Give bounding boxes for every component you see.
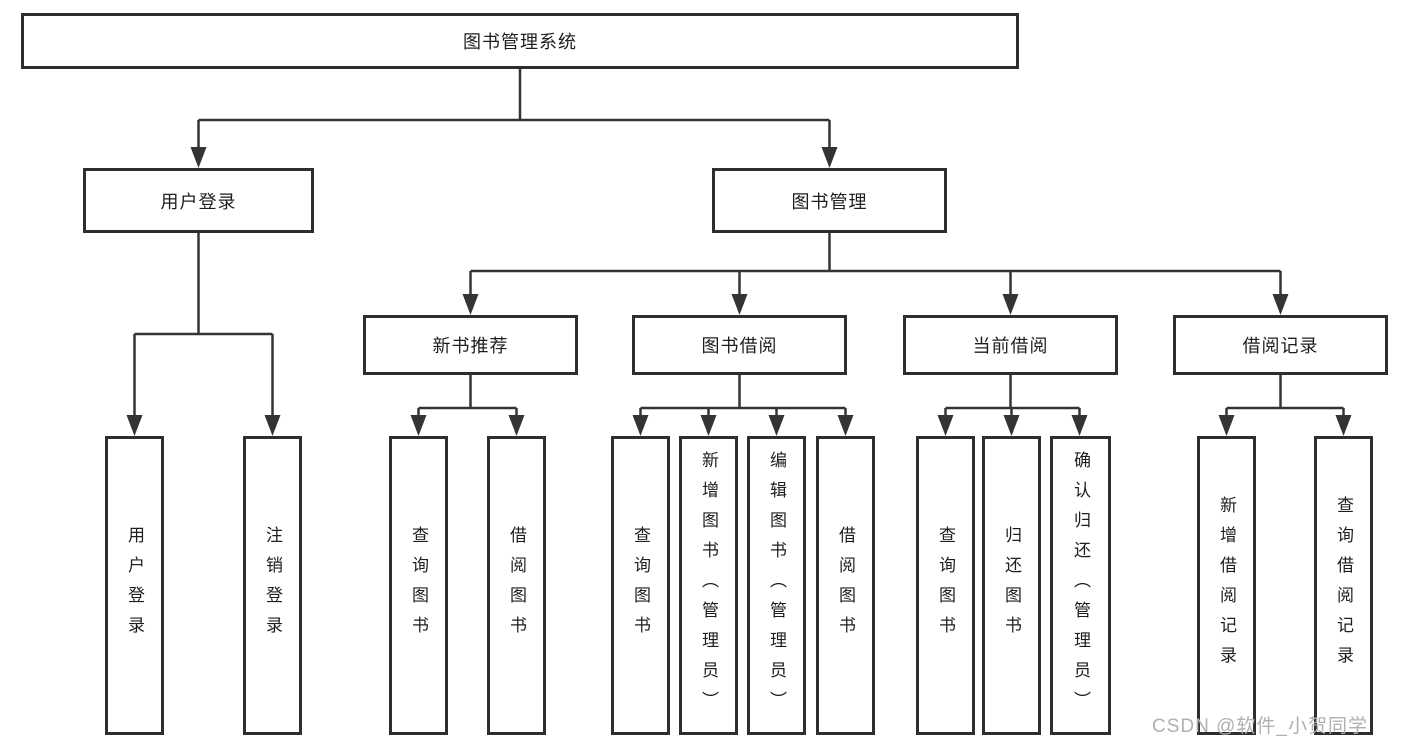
leaf-borrow-query-books: 查询图书 — [611, 436, 670, 735]
leaf-recommend-query-books: 查询图书 — [389, 436, 448, 735]
csdn-watermark: CSDN @软件_小贺同学 — [1152, 716, 1368, 737]
node-label: 查询图书 — [936, 525, 955, 646]
node-label: 查询图书 — [631, 525, 650, 646]
leaf-borrow-add-books-admin: 新增图书（管理员） — [679, 436, 738, 735]
leaf-current-return-books: 归还图书 — [982, 436, 1041, 735]
leaf-current-confirm-return-admin: 确认归还（管理员） — [1050, 436, 1111, 735]
node-label: 图书管理 — [791, 191, 868, 212]
leaf-borrow-edit-books-admin: 编辑图书（管理员） — [747, 436, 806, 735]
node-label: 查询借阅记录 — [1334, 495, 1353, 676]
node-label: 查询图书 — [409, 525, 428, 646]
leaf-borrow-borrow-books: 借阅图书 — [816, 436, 875, 735]
node-label: 新书推荐 — [432, 336, 509, 356]
node-label: 注销登录 — [263, 525, 282, 646]
node-label: 借阅图书 — [836, 525, 855, 646]
node-book-management: 图书管理 — [712, 168, 947, 233]
node-label: 归还图书 — [1002, 525, 1021, 646]
node-label: 借阅记录 — [1242, 336, 1319, 356]
node-label: 用户登录 — [125, 525, 144, 646]
node-new-book-recommend: 新书推荐 — [363, 315, 578, 375]
node-label: 用户登录 — [160, 191, 237, 212]
node-label: 借阅图书 — [507, 525, 526, 646]
node-label: 新增图书（管理员） — [699, 450, 718, 721]
leaf-records-add-record: 新增借阅记录 — [1197, 436, 1256, 735]
node-label: 编辑图书（管理员） — [767, 450, 786, 721]
node-label: 当前借阅 — [972, 336, 1049, 356]
node-label: 新增借阅记录 — [1217, 495, 1236, 676]
leaf-user-login: 用户登录 — [105, 436, 164, 735]
node-label: 图书借阅 — [701, 336, 778, 356]
node-book-borrow: 图书借阅 — [632, 315, 847, 375]
node-user-login: 用户登录 — [83, 168, 314, 233]
node-current-borrow: 当前借阅 — [903, 315, 1118, 375]
leaf-recommend-borrow-books: 借阅图书 — [487, 436, 546, 735]
node-label: 图书管理系统 — [463, 32, 577, 52]
node-borrow-records: 借阅记录 — [1173, 315, 1388, 375]
leaf-records-query-record: 查询借阅记录 — [1314, 436, 1373, 735]
node-label: 确认归还（管理员） — [1071, 450, 1090, 721]
leaf-logout-login: 注销登录 — [243, 436, 302, 735]
node-library-management-system: 图书管理系统 — [21, 13, 1019, 69]
leaf-current-query-books: 查询图书 — [916, 436, 975, 735]
